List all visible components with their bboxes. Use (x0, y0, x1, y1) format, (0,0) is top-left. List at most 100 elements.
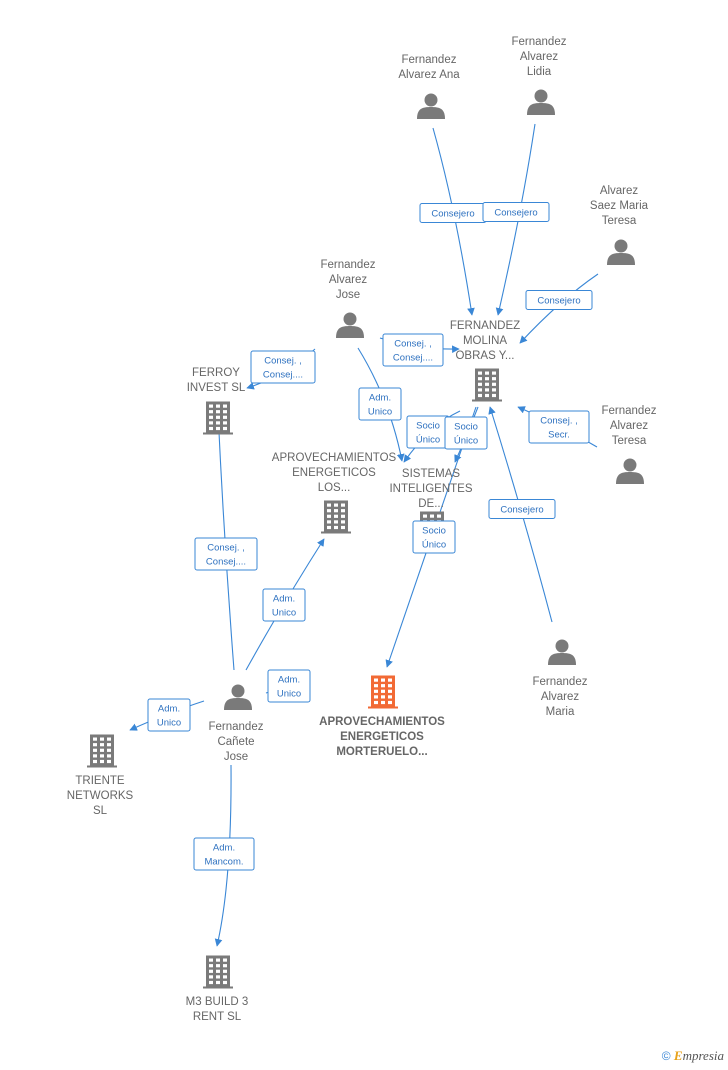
relation-label-text: Consejero (494, 208, 537, 219)
building-icon (87, 734, 117, 768)
person-icon (607, 239, 635, 265)
building-icon-window (327, 525, 331, 530)
relation-label-text: Único (422, 540, 446, 551)
person-icon-head (231, 684, 245, 698)
building-icon-window (485, 382, 489, 386)
node-label: NETWORKS (67, 790, 134, 802)
relation-label-text: Consej.... (206, 557, 246, 568)
relation-label[interactable]: Consejero (482, 202, 550, 222)
relation-label-text: Consej. , (207, 543, 245, 554)
relation-label-box (250, 350, 316, 384)
empresia-logo: Empresia (673, 1048, 724, 1063)
building-icon-window (216, 980, 220, 985)
relation-label-text: Mancom. (204, 857, 243, 868)
node-label: SISTEMAS (402, 468, 460, 480)
building-icon-window (492, 382, 496, 386)
building-icon-window (492, 377, 496, 381)
building-icon-window (216, 421, 220, 425)
building-icon-window (492, 393, 496, 398)
building-icon-window (485, 393, 489, 398)
building-icon-window (93, 759, 97, 764)
relation-label[interactable]: Adm.Unico (262, 588, 306, 622)
relation-label[interactable]: Adm.Unico (147, 698, 191, 732)
building-icon-window (334, 509, 338, 513)
node-label: Saez Maria (590, 200, 649, 212)
relation-label-box (525, 290, 593, 310)
relation-label[interactable]: Consejero (419, 203, 487, 223)
relation-label[interactable]: Consej. ,Consej.... (250, 350, 316, 384)
building-icon-window (209, 975, 213, 979)
building-icon-window (327, 509, 331, 513)
building-icon-window (223, 975, 227, 979)
node-label: Cañete (217, 736, 254, 748)
relation-label[interactable]: Consej. ,Secr. (528, 410, 590, 444)
relation-label[interactable]: Consej. ,Consej.... (382, 333, 444, 367)
relation-label-box (412, 520, 456, 554)
building-icon-window (223, 964, 227, 968)
building-icon-window (374, 700, 378, 705)
relation-label[interactable]: Adm.Unico (358, 387, 402, 421)
node-label: Fernandez (209, 721, 264, 733)
relation-label[interactable]: Consej. , Consej.... (194, 537, 258, 571)
relation-label-text: Consejero (431, 209, 474, 220)
relation-label-text: Consej. , (540, 416, 578, 427)
building-icon (203, 955, 233, 989)
person-icon (336, 312, 364, 338)
building-icon-window (374, 695, 378, 699)
building-icon-window (223, 410, 227, 414)
building-icon-window (381, 678, 385, 682)
relation-label[interactable]: Adm.Unico (267, 669, 311, 703)
building-icon-window (492, 388, 496, 392)
building-icon-window (93, 737, 97, 741)
building-icon-window (223, 415, 227, 419)
building-icon-window (216, 410, 220, 414)
empresia-watermark[interactable]: © Empresia (662, 1048, 724, 1064)
building-icon-window (223, 404, 227, 408)
building-icon-window (107, 759, 111, 764)
person-icon-head (534, 89, 548, 103)
node-label: Alvarez Ana (398, 69, 460, 81)
node-aprolos[interactable]: APROVECHAMIENTOSENERGETICOSLOS... (272, 452, 397, 534)
node-label: Fernandez (602, 405, 657, 417)
relation-label-text: Socio (422, 526, 446, 537)
building-icon-window (341, 514, 345, 518)
building-icon-window (209, 980, 213, 985)
relation-label[interactable]: Consejero (488, 499, 556, 519)
relation-label[interactable]: Consejero (525, 290, 593, 310)
relation-label[interactable]: Adm.Mancom. (193, 837, 255, 871)
node-label: TRIENTE (75, 775, 125, 787)
relation-label-box (193, 837, 255, 871)
node-main[interactable]: APROVECHAMIENTOSENERGETICOSMORTERUELO... (319, 675, 445, 759)
building-icon-window (381, 695, 385, 699)
node-label: ENERGETICOS (340, 731, 424, 743)
relation-label-box (444, 416, 488, 450)
building-icon-window (430, 514, 434, 518)
building-icon-window (381, 700, 385, 705)
relation-label-text: Único (454, 436, 478, 447)
person-icon (417, 93, 445, 119)
node-label: MORTERUELO... (336, 746, 427, 758)
building-icon-window (100, 737, 104, 741)
building-icon-window (216, 964, 220, 968)
node-label: LOS... (318, 482, 351, 494)
relation-label-text: Consej.... (263, 370, 303, 381)
person-icon-body (527, 103, 555, 115)
building-icon-window (478, 371, 482, 375)
relation-label-box (382, 333, 444, 367)
building-icon-window (93, 748, 97, 752)
